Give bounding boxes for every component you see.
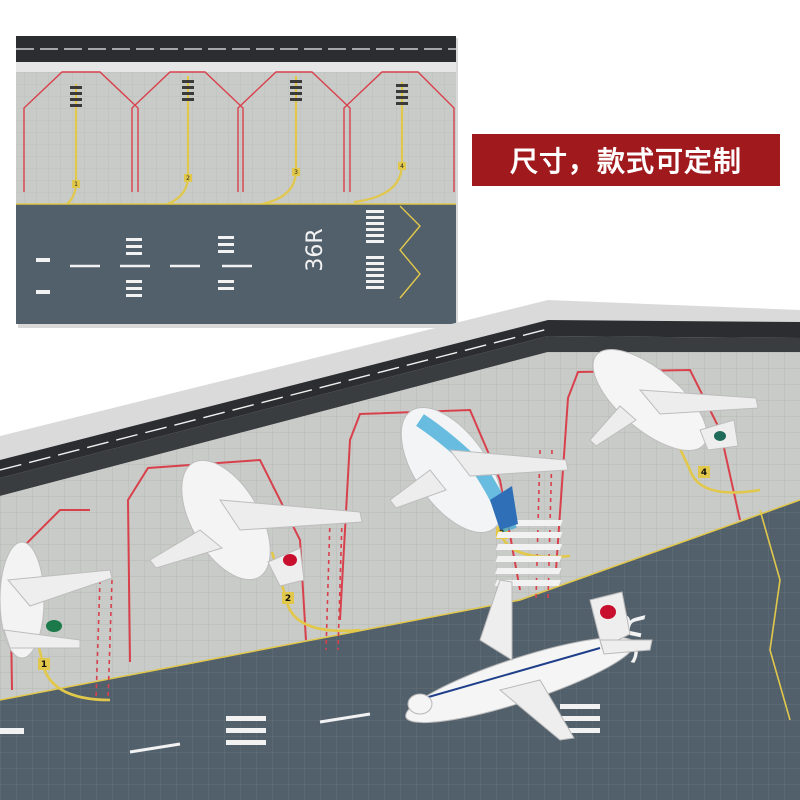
inset-gate-4: 4: [400, 163, 404, 170]
aircraft-gate-1: [0, 541, 113, 659]
inset-stands: [23, 71, 455, 192]
aircraft-gate-2: [149, 459, 363, 587]
main-gate-4: 4: [701, 468, 707, 478]
inset-mat: 1 2 3 4: [16, 36, 458, 328]
inset-gate-1: 1: [74, 181, 78, 188]
aircraft-runway-747: [405, 579, 653, 741]
inset-gate-3: 3: [294, 169, 298, 176]
main-gate-1: 1: [41, 660, 47, 670]
inset-runway: [16, 204, 456, 324]
aircraft-gate-3: [389, 407, 569, 533]
inset-threshold-bars: [366, 210, 384, 289]
inset-gate-2: 2: [186, 175, 190, 182]
inset-gate-markers: 1 2 3 4: [72, 162, 406, 188]
main-mat: 1 2 3 4 3R: [0, 300, 800, 800]
main-gate-2: 2: [285, 594, 291, 604]
main-top-taxiway: [0, 320, 800, 478]
inset-runway-number: 36R: [303, 228, 328, 271]
customizable-banner: 尺寸，款式可定制: [472, 134, 780, 186]
aircraft-gate-4: [589, 348, 759, 452]
